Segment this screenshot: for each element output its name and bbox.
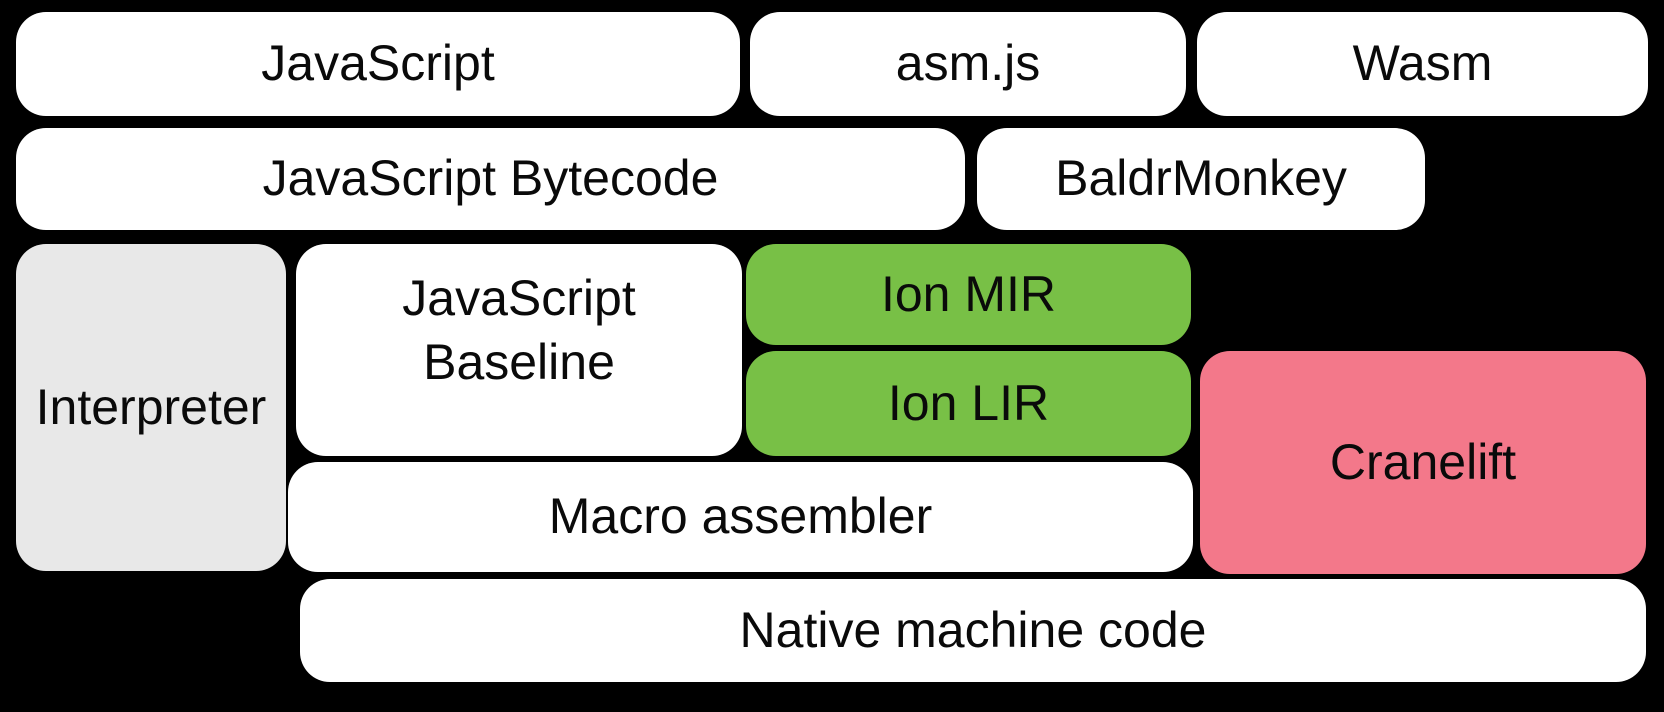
- box-javascript-baseline-label-line1: JavaScript: [402, 270, 636, 326]
- box-cranelift-label: Cranelift: [1329, 433, 1517, 490]
- box-ion-mir-label: Ion MIR: [880, 265, 1057, 322]
- box-ion-lir-label: Ion LIR: [887, 374, 1050, 431]
- box-macro-assembler: Macro assembler: [288, 462, 1193, 572]
- box-native-machine-code-label: Native machine code: [739, 601, 1207, 658]
- box-ion-lir: Ion LIR: [746, 351, 1191, 456]
- box-wasm: Wasm: [1197, 12, 1648, 116]
- box-asmjs: asm.js: [750, 12, 1186, 116]
- box-wasm-label: Wasm: [1352, 35, 1493, 92]
- box-javascript-bytecode-label: JavaScript Bytecode: [262, 150, 719, 207]
- box-baldrmonkey-label: BaldrMonkey: [1055, 150, 1347, 207]
- box-javascript-bytecode: JavaScript Bytecode: [16, 128, 965, 230]
- box-javascript-baseline-label-line2: Baseline: [423, 334, 615, 390]
- box-ion-mir: Ion MIR: [746, 244, 1191, 345]
- box-cranelift: Cranelift: [1200, 351, 1646, 574]
- box-asmjs-label: asm.js: [895, 35, 1041, 92]
- box-macro-assembler-label: Macro assembler: [548, 488, 933, 545]
- box-baldrmonkey: BaldrMonkey: [977, 128, 1425, 230]
- box-javascript-label: JavaScript: [261, 35, 495, 92]
- box-interpreter-label: Interpreter: [35, 378, 267, 435]
- box-interpreter: Interpreter: [16, 244, 286, 571]
- box-javascript-baseline: JavaScript Baseline: [296, 244, 742, 456]
- box-javascript: JavaScript: [16, 12, 740, 116]
- box-native-machine-code: Native machine code: [300, 579, 1646, 682]
